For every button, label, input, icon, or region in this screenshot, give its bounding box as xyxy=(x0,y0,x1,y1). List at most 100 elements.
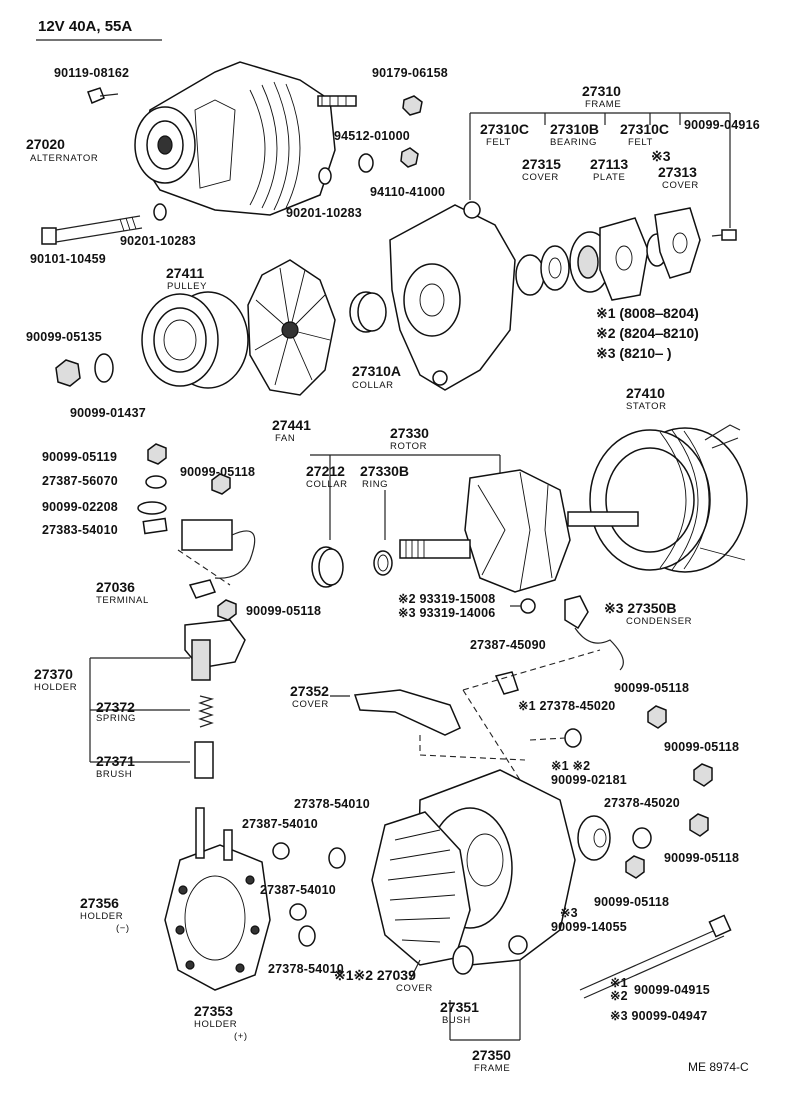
bolt-90119-drawing xyxy=(87,87,119,104)
label-27315: 27315 xyxy=(522,156,561,172)
nut-90179-drawing xyxy=(402,95,423,116)
felt-27310C-drawing xyxy=(515,254,545,296)
brush-27371-drawing xyxy=(194,741,214,779)
label-27353: 27353 xyxy=(194,1003,233,1019)
condenser-27350B-drawing xyxy=(564,595,624,671)
washer-90099-02208-drawing xyxy=(137,501,167,515)
label-27310C-2: 27310C xyxy=(620,121,670,137)
label-star2: ※2 xyxy=(610,989,628,1003)
nut-90099-05118b-drawing xyxy=(217,599,237,621)
label-plate: PLATE xyxy=(593,172,626,183)
label-alternator: ALTERNATOR xyxy=(30,153,99,164)
label-90099-05118-d: 90099-05118 xyxy=(664,740,740,754)
bush-27378-45020a-drawing xyxy=(564,728,582,748)
label-27410: 27410 xyxy=(626,385,665,401)
label-90099-04915: 90099-04915 xyxy=(634,983,710,997)
label-90099-14055: 90099-14055 xyxy=(551,920,627,934)
label-90099-01437: 90099-01437 xyxy=(70,406,146,420)
washer-94512-drawing xyxy=(358,153,374,173)
holder-27387-45090-drawing xyxy=(494,671,519,695)
label-cover-27352: COVER xyxy=(292,699,329,710)
label-27378-54010-b: 27378-54010 xyxy=(268,962,344,976)
label-collar-27212: COLLAR xyxy=(306,479,348,490)
label-27378-54010-a: 27378-54010 xyxy=(294,797,370,811)
washer-90201a-drawing xyxy=(318,167,332,185)
label-90099-05135: 90099-05135 xyxy=(26,330,102,344)
reference-code: ME 8974-C xyxy=(688,1060,749,1074)
label-pulley: PULLEY xyxy=(167,281,208,292)
label-27351: 27351 xyxy=(440,999,479,1015)
label-spring: SPRING xyxy=(96,713,137,724)
label-27350: 27350 xyxy=(472,1047,511,1063)
cover-27039-leader xyxy=(409,959,421,981)
fan-27441-drawing xyxy=(247,259,336,396)
collar-27310A-drawing xyxy=(349,291,387,333)
label-90119-08162: 90119-08162 xyxy=(54,66,130,80)
label-90201-10283-b: 90201-10283 xyxy=(120,234,196,248)
front-frame-27310-drawing xyxy=(389,201,516,391)
label-90099-02208: 90099-02208 xyxy=(42,500,118,514)
label-27441: 27441 xyxy=(272,417,311,433)
label-27352: 27352 xyxy=(290,683,329,699)
label-holder-minus: (−) xyxy=(116,923,130,934)
label-27310A: 27310A xyxy=(352,363,402,379)
label-27378-45020-a: ※1 27378-45020 xyxy=(518,699,616,713)
bush-27387-54010b-drawing xyxy=(289,903,307,921)
bush-27387-56070-drawing xyxy=(145,475,167,489)
label-holder-27370: HOLDER xyxy=(34,682,78,693)
label-27371: 27371 xyxy=(96,753,135,769)
label-27356: 27356 xyxy=(80,895,119,911)
label-holder-27353: HOLDER xyxy=(194,1019,238,1030)
label-star1: ※1 xyxy=(610,976,628,990)
nut-94110-drawing xyxy=(400,147,419,168)
label-90099-05118-c: 90099-05118 xyxy=(614,681,690,695)
note-star1-range: ※1 (8008‒8204) xyxy=(596,305,699,321)
cover-90099-02181-drawing xyxy=(577,815,611,861)
label-star3-a: ※3 xyxy=(651,148,671,164)
label-90099-05119: 90099-05119 xyxy=(42,450,118,464)
label-cover-27039: COVER xyxy=(396,983,433,994)
label-93319-15008: ※2 93319-15008 xyxy=(398,592,496,606)
screw-90099-04916-drawing xyxy=(711,229,737,241)
diagram-title: 12V 40A, 55A xyxy=(38,18,133,35)
label-27387-45090: 27387-45090 xyxy=(470,638,546,652)
insulator-27383-drawing xyxy=(142,517,168,535)
label-27036: 27036 xyxy=(96,579,135,595)
cover-27313-drawing xyxy=(654,207,701,279)
label-cover-27313: COVER xyxy=(662,180,699,191)
label-stator: STATOR xyxy=(626,401,667,412)
terminal-93319-drawing xyxy=(520,598,536,614)
label-27372: 27372 xyxy=(96,699,135,715)
label-27411: 27411 xyxy=(166,265,205,281)
label-felt-2: FELT xyxy=(628,137,653,148)
label-27313: 27313 xyxy=(658,164,697,180)
rotor-27330-drawing xyxy=(399,469,639,593)
label-27378-45020-b: 27378-45020 xyxy=(604,796,680,810)
label-star1-star2: ※1 ※2 xyxy=(551,759,591,773)
label-fan: FAN xyxy=(275,433,296,444)
label-90099-05118-f: 90099-05118 xyxy=(594,895,670,909)
label-holder-plus: (+) xyxy=(234,1031,248,1042)
frame-27350-leader xyxy=(449,960,521,1041)
label-27113: 27113 xyxy=(590,156,629,172)
label-27330: 27330 xyxy=(390,425,429,441)
washer-90201b-drawing xyxy=(153,203,167,221)
cover-27315-drawing xyxy=(540,245,570,291)
assembly-dashed-lines xyxy=(419,649,601,781)
label-27387-54010-b: 27387-54010 xyxy=(260,883,336,897)
collar-27212-drawing xyxy=(311,546,344,588)
label-90101-10459: 90101-10459 xyxy=(30,252,106,266)
nut-90099-05135-drawing xyxy=(55,359,81,387)
frame-27310-leader xyxy=(469,112,731,228)
stator-27410-drawing xyxy=(589,424,748,573)
washer-90099-01437-drawing xyxy=(94,353,114,383)
alternator-assembly-drawing xyxy=(134,61,357,216)
label-94512-01000: 94512-01000 xyxy=(334,129,410,143)
label-94110-41000: 94110-41000 xyxy=(370,185,446,199)
label-90099-02181: 90099-02181 xyxy=(551,773,627,787)
plate-27113-drawing xyxy=(599,217,649,301)
note-star2-range: ※2 (8204‒8210) xyxy=(596,325,699,341)
cover-27352-drawing xyxy=(330,689,461,736)
ring-27330B-drawing xyxy=(373,550,393,576)
